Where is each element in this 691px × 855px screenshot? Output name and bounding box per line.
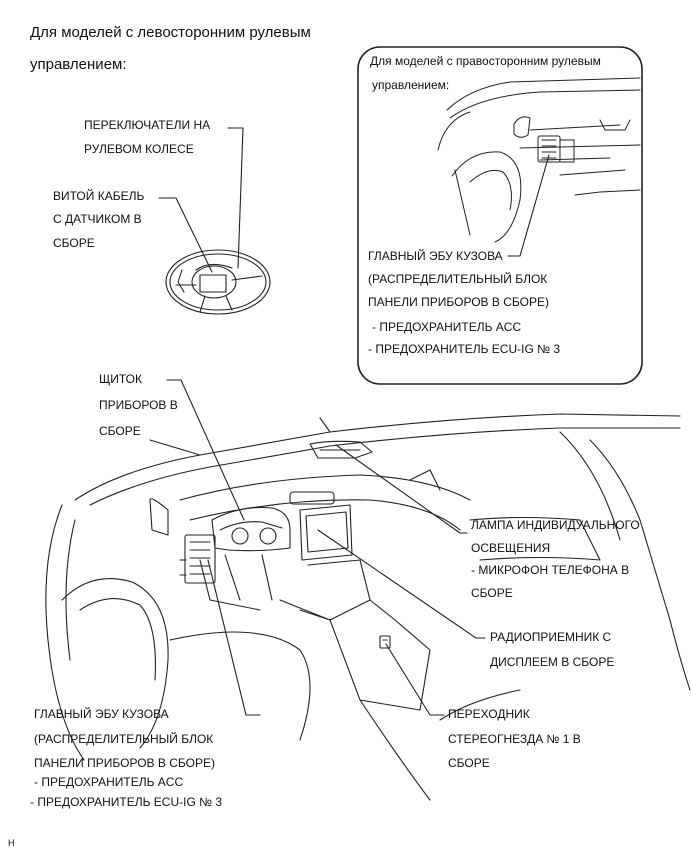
map-lamp-label-line4: СБОРЕ (471, 586, 513, 600)
main-ecu-leader (207, 559, 261, 716)
figure-code: H (8, 838, 15, 848)
steering-switches-leader (227, 127, 244, 269)
main-ecu-label-line3: ПАНЕЛИ ПРИБОРОВ В СБОРЕ) (34, 756, 215, 770)
stereo-jack-leader (385, 643, 445, 716)
stereo-jack-label-line1: ПЕРЕХОДНИК (448, 707, 530, 721)
rhd-heading-line1: Для моделей с правосторонним рулевым (370, 54, 601, 68)
map-lamp-label-line2: ОСВЕЩЕНИЯ (471, 541, 551, 555)
rhd-heading-line2: управлением: (372, 78, 450, 92)
rhd-ecu-label-line3: ПАНЕЛИ ПРИБОРОВ В СБОРЕ) (368, 295, 549, 309)
lhd-heading-line1: Для моделей с левосторонним рулевым (30, 24, 311, 41)
spiral-cable-label-line1: ВИТОЙ КАБЕЛЬ (53, 189, 145, 203)
rhd-inset-frame (357, 46, 643, 385)
lhd-heading-line2: управлением: (30, 56, 127, 73)
map-lamp-label-line3: - МИКРОФОН ТЕЛЕФОНА В (471, 563, 630, 577)
map-lamp-leader (335, 444, 468, 534)
dashboard-sketch (45, 413, 691, 801)
rhd-ecu-label-line2: (РАСПРЕДЕЛИТЕЛЬНЫЙ БЛОК (368, 272, 548, 286)
meter-label-line1: ЩИТОК (99, 372, 142, 386)
main-ecu-label-line1: ГЛАВНЫЙ ЭБУ КУЗОВА (34, 707, 169, 721)
stereo-jack-label-line3: СБОРЕ (448, 756, 490, 770)
meter-label-line3: СБОРЕ (99, 424, 141, 438)
radio-label-line1: РАДИОПРИЕМНИК С (490, 630, 612, 644)
meter-label-line2: ПРИБОРОВ В (99, 398, 178, 412)
spiral-cable-label-line3: СБОРЕ (53, 236, 95, 250)
steering-wheel-sketch (165, 249, 271, 315)
rhd-fuse-ecu-ig3: - ПРЕДОХРАНИТЕЛЬ ECU-IG № 3 (368, 342, 561, 356)
main-ecu-fuse-acc: - ПРЕДОХРАНИТЕЛЬ ACC (34, 775, 184, 789)
map-lamp-label-line1: ЛАМПА ИНДИВИДУАЛЬНОГО (471, 518, 640, 532)
radio-leader (317, 529, 486, 639)
meter-leader (166, 379, 245, 521)
main-ecu-fuse-ecu-ig3: - ПРЕДОХРАНИТЕЛЬ ECU-IG № 3 (30, 795, 223, 809)
spiral-cable-leader (158, 197, 213, 273)
steering-switches-label-line2: РУЛЕВОМ КОЛЕСЕ (84, 142, 194, 156)
rhd-ecu-label-line1: ГЛАВНЫЙ ЭБУ КУЗОВА (368, 249, 503, 263)
spiral-cable-label-line2: С ДАТЧИКОМ В (53, 212, 142, 226)
rhd-ecu-leader (507, 154, 550, 257)
radio-label-line2: ДИСПЛЕЕМ В СБОРЕ (490, 655, 615, 669)
stereo-jack-label-line2: СТЕРЕОГНЕЗДА № 1 В (448, 732, 581, 746)
rhd-fuse-acc: - ПРЕДОХРАНИТЕЛЬ ACC (372, 320, 522, 334)
rhd-dashboard-sketch (437, 77, 641, 243)
main-ecu-label-line2: (РАСПРЕДЕЛИТЕЛЬНЫЙ БЛОК (34, 732, 214, 746)
steering-switches-label-line1: ПЕРЕКЛЮЧАТЕЛИ НА (84, 118, 211, 132)
